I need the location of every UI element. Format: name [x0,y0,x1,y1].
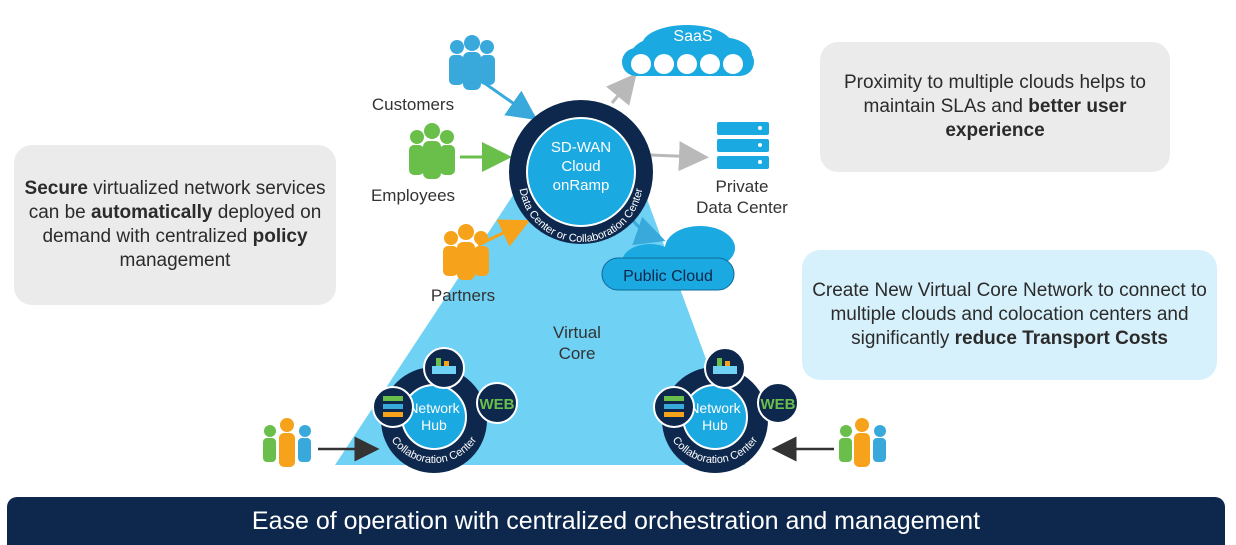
customers-label: Customers [372,95,454,114]
svg-text:WEB: WEB [761,396,796,413]
saas-cloud-icon: SaaS [622,25,754,76]
svg-text:Public Cloud: Public Cloud [623,268,713,285]
person-group-icon [263,418,311,467]
partners-label: Partners [431,286,495,305]
callout-left: Secure virtualized network services can … [14,145,336,305]
callout-bottom-right-text: Create New Virtual Core Network to conne… [812,280,1207,349]
callout-top-right-text: Proximity to multiple clouds helps to ma… [843,72,1146,141]
server-stack-icon [717,122,769,169]
bottom-banner: Ease of operation with centralized orche… [7,497,1225,545]
arrow-icon [479,78,538,121]
partners-group-icon [443,224,489,280]
callout-top-right: Proximity to multiple clouds helps to ma… [820,42,1170,172]
web-icon [476,382,518,424]
svg-text:SaaS: SaaS [673,28,712,45]
svg-text:WEB: WEB [480,396,515,413]
customers-group-icon [449,35,495,90]
callout-bottom-right: Create New Virtual Core Network to conne… [802,250,1217,380]
web-icon [757,382,799,424]
banner-text: Ease of operation with centralized orche… [251,506,981,535]
arrow-icon [649,141,709,172]
employees-group-icon [409,123,455,179]
person-group-icon [839,418,886,467]
arrow-icon [606,73,637,106]
callout-left-text: Secure virtualized network services can … [24,178,326,271]
public-cloud-icon: Public Cloud [601,226,735,291]
employees-label: Employees [371,186,455,205]
